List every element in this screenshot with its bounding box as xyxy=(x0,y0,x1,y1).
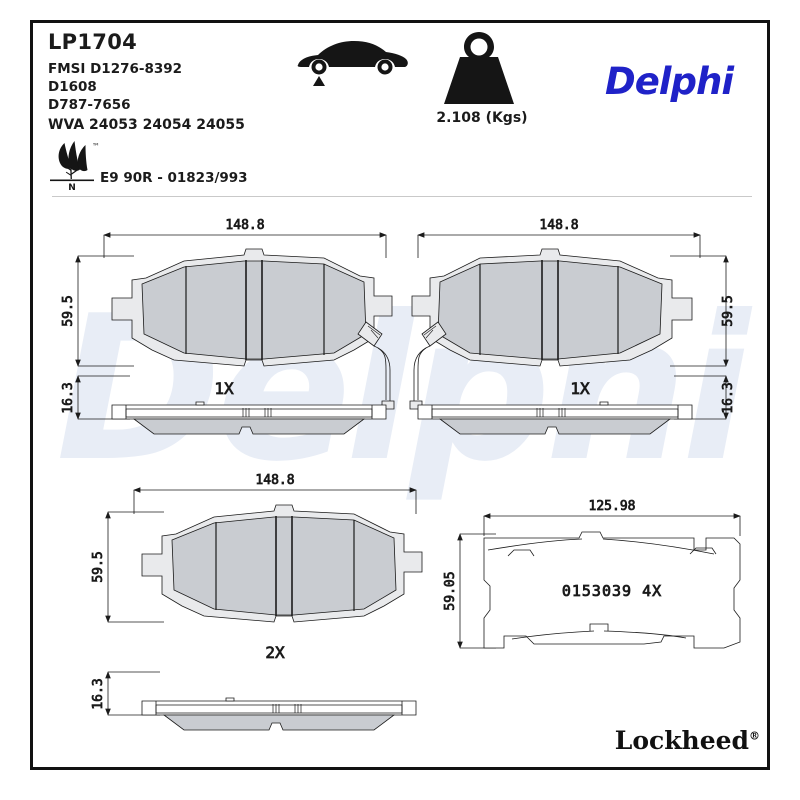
qty-top-right: 1X xyxy=(570,379,590,398)
header-block: LP1704 FMSI D1276-8392 D1608 D787-7656 W… xyxy=(34,24,766,194)
eco-leaf-icon: N ™ xyxy=(44,139,100,193)
delphi-logo: Delphi xyxy=(605,60,734,103)
weight-value: 2.108 (Kgs) xyxy=(436,110,528,126)
dim-thickness-top-right: 16.3 xyxy=(721,382,736,413)
wva-code: WVA 24053 24054 24055 xyxy=(48,117,245,133)
front-axle-marker xyxy=(313,76,325,86)
qty-top-left: 1X xyxy=(214,379,234,398)
car-front-axle-icon xyxy=(292,32,412,92)
page-title: LP1704 xyxy=(48,30,138,54)
header-divider xyxy=(52,196,752,197)
fmsi-code-line-1: FMSI D1276-8392 xyxy=(48,61,183,77)
dim-thickness-bottom-left: 16.3 xyxy=(91,678,106,709)
lockheed-wordmark: Lockheed xyxy=(614,726,749,755)
dim-height-top-left: 59.5 xyxy=(61,295,76,326)
backplate-code: 0153039 4X xyxy=(562,582,662,600)
eco-trademark-mark: ™ xyxy=(92,142,100,151)
drawing-backplate-outline: 125.98 59.05 0153039 4X xyxy=(443,499,741,649)
technical-drawing-area: 148.8 59.5 xyxy=(34,198,766,768)
registered-mark: ® xyxy=(749,729,760,743)
dim-height-backplate: 59.05 xyxy=(443,571,458,610)
drawing-pad-top-left: 148.8 59.5 xyxy=(61,218,395,435)
sheet-border xyxy=(30,20,770,770)
weight-kettlebell-icon xyxy=(424,30,534,108)
drawing-pad-bottom-left: 148.8 59.5 16.3 2X xyxy=(91,473,423,731)
dim-width-backplate: 125.98 xyxy=(589,499,636,514)
dim-width-top-left: 148.8 xyxy=(225,218,264,233)
lockheed-logo: Lockheed® xyxy=(600,726,760,755)
dim-width-top-right: 148.8 xyxy=(539,218,578,233)
fmsi-code-line-3: D787-7656 xyxy=(48,97,131,113)
dim-thickness-top-left: 16.3 xyxy=(61,382,76,413)
fmsi-code-line-2: D1608 xyxy=(48,79,97,95)
dim-height-bottom-left: 59.5 xyxy=(91,551,106,582)
eco-letter-n: N xyxy=(68,183,76,191)
drawing-pad-top-right: 148.8 59.5 xyxy=(409,218,736,435)
ece-approval-code: E9 90R - 01823/993 xyxy=(100,170,248,186)
dim-height-top-right: 59.5 xyxy=(721,295,736,326)
qty-bottom-left: 2X xyxy=(265,643,285,662)
fmsi-code-list: FMSI D1276-8392 D1608 D787-7656 xyxy=(48,60,182,114)
dim-width-bottom-left: 148.8 xyxy=(255,473,294,488)
